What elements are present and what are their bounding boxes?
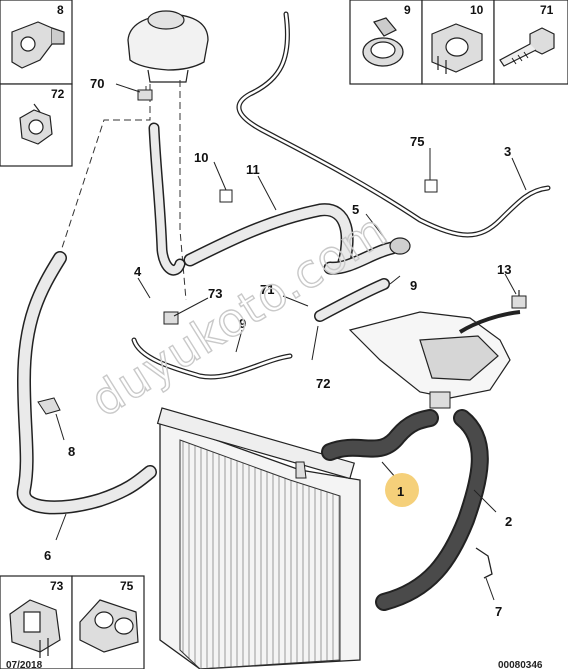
clip-8-installed [37, 397, 61, 415]
clip-70 [137, 89, 153, 101]
pipe-3 [236, 11, 551, 238]
callout-4: 4 [134, 264, 142, 279]
callout-6: 6 [44, 548, 51, 563]
callout-1-highlight [385, 473, 419, 507]
callout-10: 10 [194, 150, 208, 165]
part-box-73-number: 73 [50, 579, 64, 593]
callout-1: 1 [397, 484, 404, 499]
part-box-10-number: 10 [470, 3, 484, 17]
sensor-13 [511, 290, 527, 309]
callout-73: 73 [208, 286, 222, 301]
hose-11 [183, 203, 354, 269]
clip-10-icon [431, 23, 483, 74]
callout-8: 8 [68, 444, 75, 459]
callout-71: 71 [260, 282, 274, 297]
clip-8-icon [11, 21, 65, 69]
clip-75-icon [79, 599, 139, 653]
callout-11: 11 [246, 162, 260, 177]
part-box-75: 75 [71, 575, 145, 669]
hose-5 [323, 237, 411, 275]
thermostat-housing [348, 310, 521, 409]
callout-13: 13 [497, 262, 511, 277]
footer-reference: 00080346 [498, 660, 543, 669]
part-box-72-number: 72 [51, 87, 65, 101]
part-box-73: 73 [0, 575, 73, 669]
callout-70: 70 [90, 76, 104, 91]
callout-7: 7 [495, 604, 502, 619]
pipe-4 [131, 337, 293, 380]
part-box-8: 8 [0, 0, 73, 85]
footer-date: 07/2018 [6, 660, 43, 669]
bracket-7 [475, 547, 493, 579]
part-box-9: 9 [349, 0, 423, 85]
part-box-71-number: 71 [540, 3, 554, 17]
hoses [16, 11, 551, 611]
leader-lines [55, 83, 527, 601]
hose-clamp-9-icon [362, 17, 404, 67]
callout-2: 2 [505, 514, 512, 529]
part-box-72: 72 [0, 83, 73, 167]
part-box-75-number: 75 [120, 579, 134, 593]
callout-72: 72 [316, 376, 330, 391]
callout-9-hose: 9 [239, 316, 246, 331]
callout-75: 75 [410, 134, 424, 149]
part-box-9-number: 9 [404, 3, 411, 17]
hose-6 [16, 251, 157, 515]
label-square-75 [424, 179, 438, 193]
hose-1 [321, 409, 439, 461]
callouts: 1 2 3 4 5 6 7 8 9 9 10 11 13 70 71 72 73… [44, 76, 512, 619]
part-box-10: 10 [421, 0, 495, 85]
clip-73-icon [9, 599, 61, 658]
part-box-8-number: 8 [57, 3, 64, 17]
callout-3: 3 [504, 144, 511, 159]
callout-5: 5 [352, 202, 359, 217]
hose-middle [314, 278, 390, 322]
part-box-71: 71 [493, 0, 568, 85]
hose-tank-outlet [148, 122, 186, 276]
radiator [156, 407, 361, 669]
bolt-71-icon [499, 27, 555, 67]
nut-72-icon [19, 103, 53, 145]
hose-2 [375, 409, 489, 611]
expansion-tank [127, 10, 209, 83]
label-square-10 [219, 189, 233, 203]
callout-9-thermostat: 9 [410, 278, 417, 293]
clip-73-installed [163, 311, 179, 325]
